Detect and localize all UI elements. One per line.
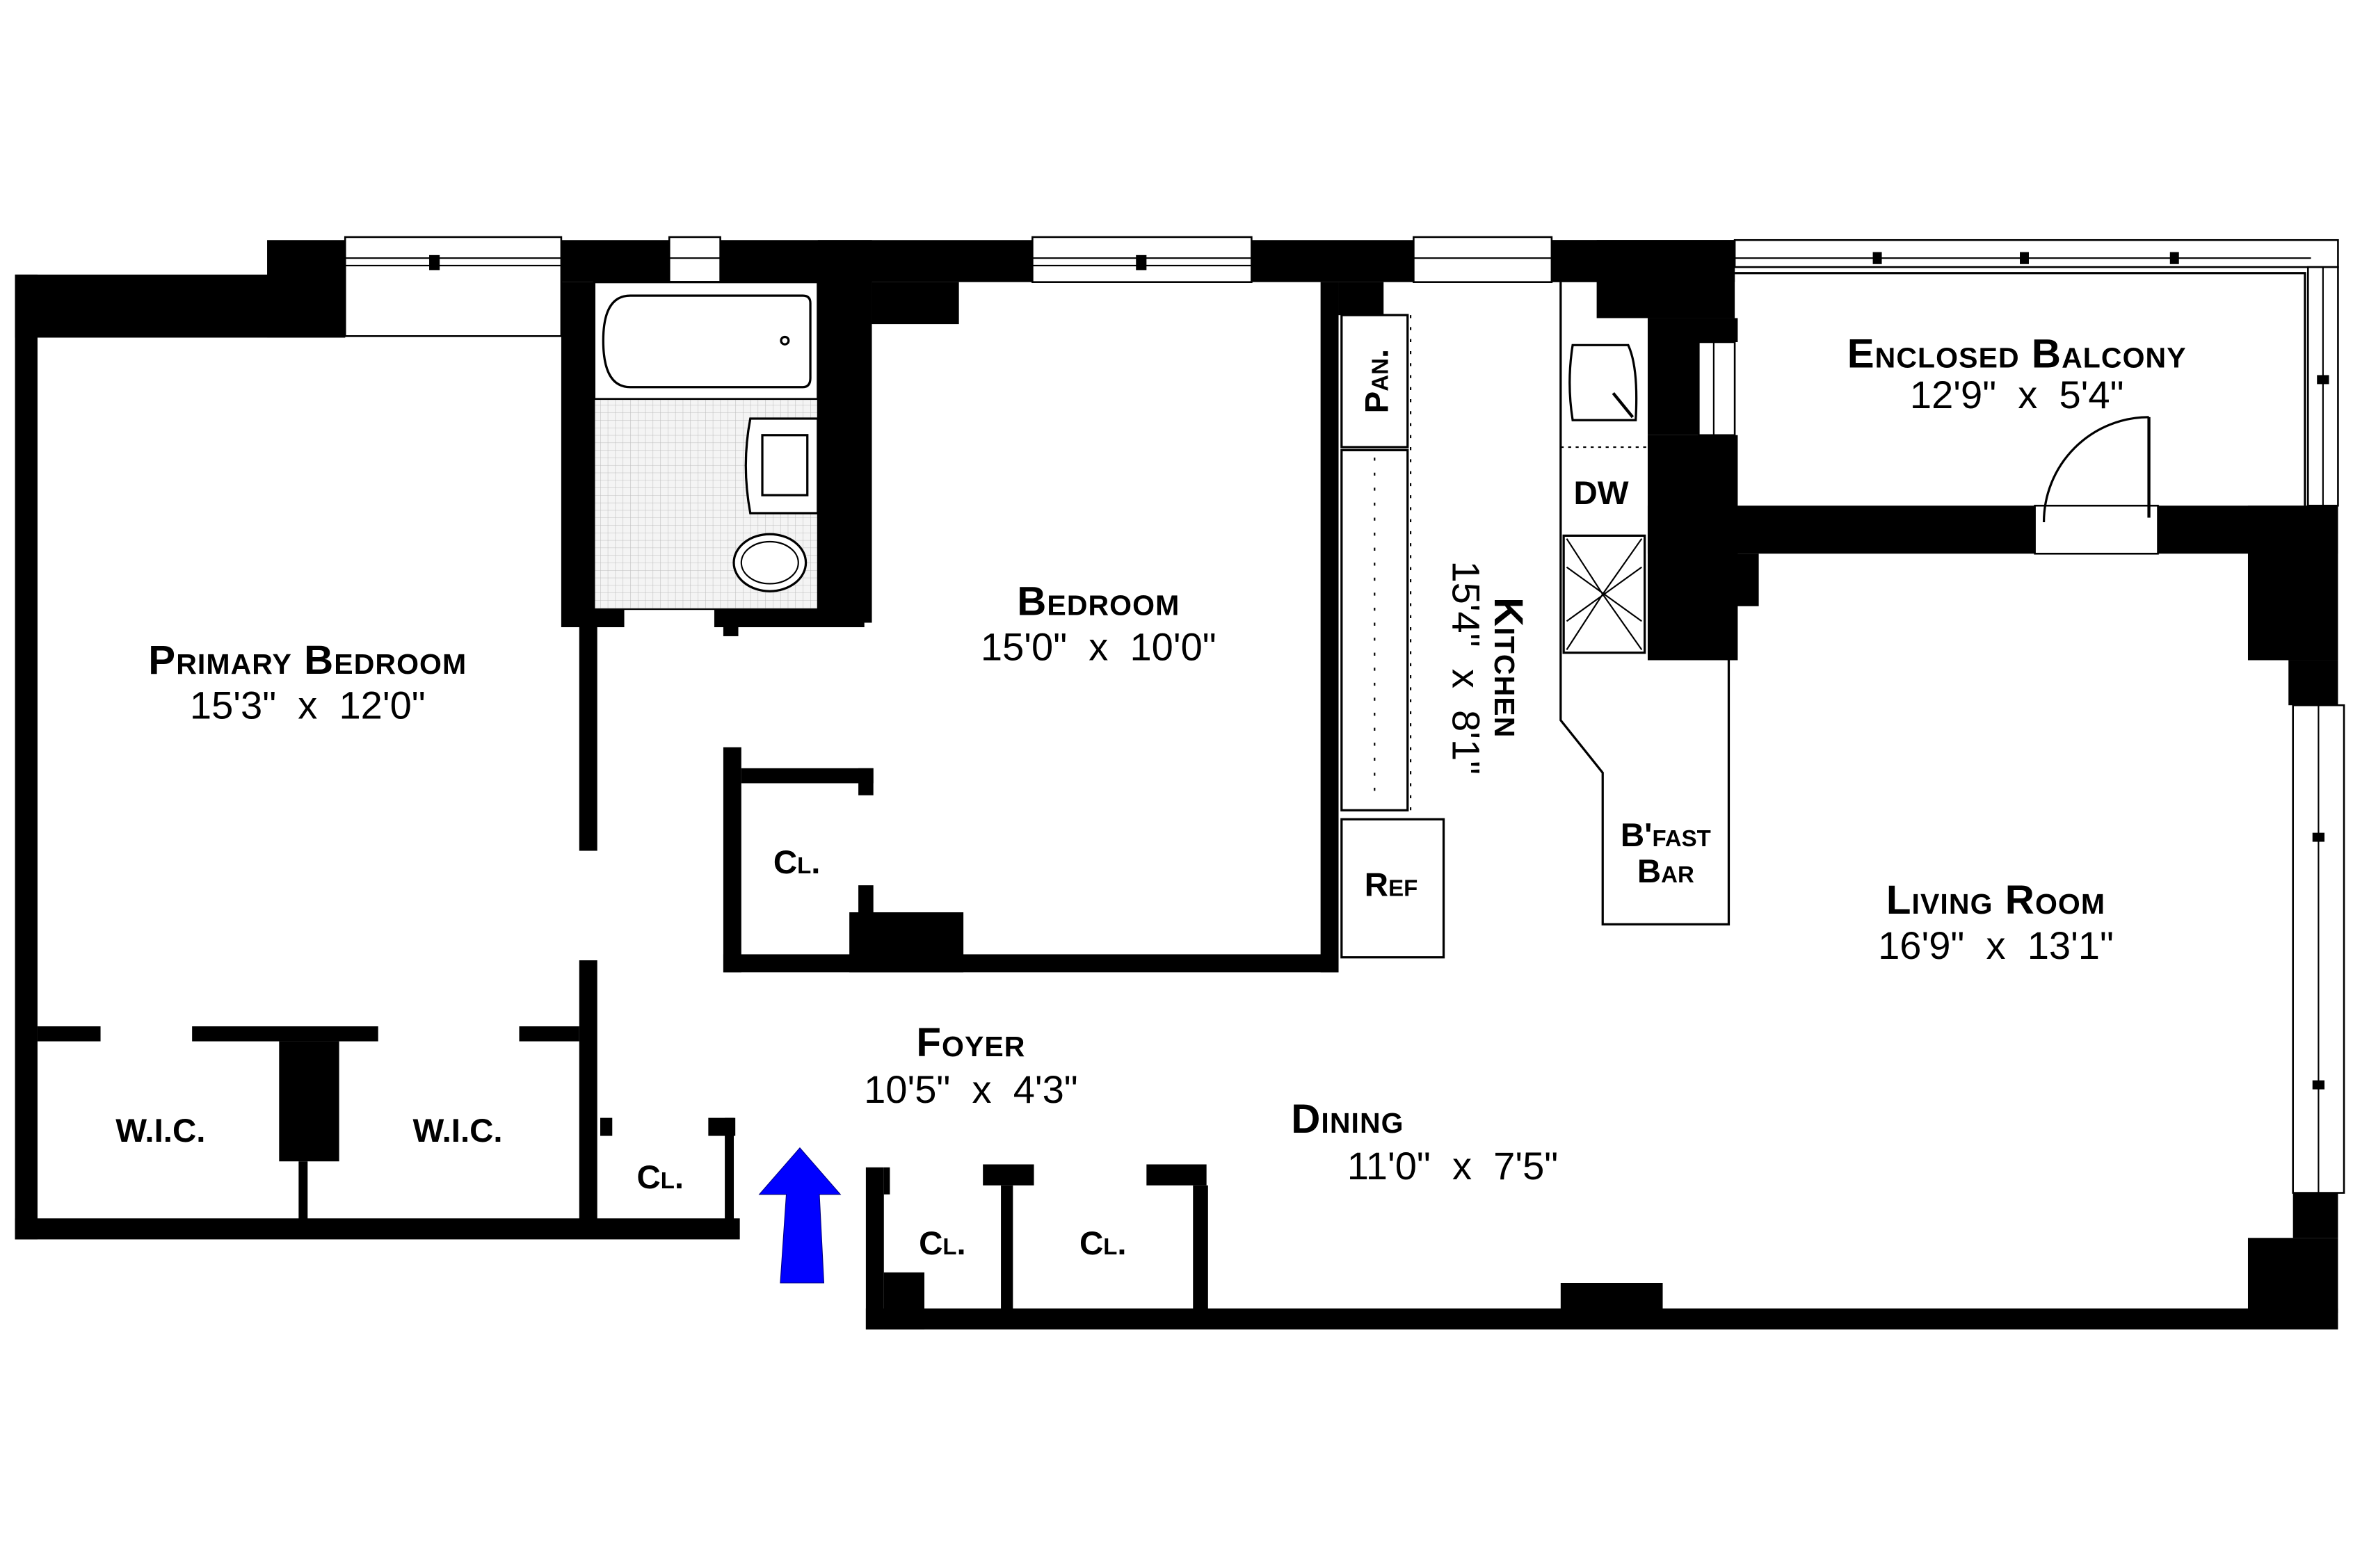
room-name-living-room: Living Room xyxy=(1886,878,2105,923)
room-name-enclosed-balcony: Enclosed Balcony xyxy=(1847,332,2187,377)
closet-foyer-label: Cl. xyxy=(637,1159,684,1196)
room-name-kitchen: Kitchen xyxy=(1486,597,1531,738)
room-dims-dining: 11'0" x 7'5" xyxy=(1347,1144,1558,1188)
room-dims-foyer: 10'5" x 4'3" xyxy=(864,1067,1078,1111)
room-dims-living-room: 16'9" x 13'1" xyxy=(1878,923,2114,967)
breakfast-bar-label-2: Bar xyxy=(1637,853,1694,890)
wic-right-label: W.I.C. xyxy=(412,1113,502,1149)
toilet-icon xyxy=(732,533,808,592)
breakfast-bar-label-1: B'fast xyxy=(1621,817,1711,854)
closet-dining-1-label: Cl. xyxy=(919,1225,966,1262)
refrigerator xyxy=(1340,818,1445,959)
room-name-dining: Dining xyxy=(1291,1097,1404,1142)
pantry-label: Pan. xyxy=(1359,349,1396,414)
room-dims-kitchen: 15'4" x 8'1" xyxy=(1444,560,1488,775)
wic-left-label: W.I.C. xyxy=(115,1113,205,1149)
kitchen-fixtures xyxy=(1340,282,1730,959)
bathtub-icon xyxy=(602,294,812,389)
fixture-labels: Pan. DW Ref B'fast Bar xyxy=(1359,349,1711,903)
closet-bedroom-label: Cl. xyxy=(773,844,821,881)
room-dims-enclosed-balcony: 12'9" x 5'4" xyxy=(1910,373,2124,417)
room-dims-primary-bedroom: 15'3" x 12'0" xyxy=(190,684,426,727)
entry-arrow-icon xyxy=(758,1147,842,1284)
room-name-foyer: Foyer xyxy=(916,1020,1025,1065)
windows xyxy=(344,236,2345,1194)
room-name-bedroom: Bedroom xyxy=(1017,579,1180,624)
kitchen-sink-icon xyxy=(1568,343,1638,421)
room-labels: Primary Bedroom 15'3" x 12'0" Bedroom 15… xyxy=(148,332,2187,1188)
room-dims-bedroom: 15'0" x 10'0" xyxy=(981,624,1216,668)
balcony-door xyxy=(2034,416,2159,555)
dishwasher-label: DW xyxy=(1574,475,1629,512)
closet-dining-2-label: Cl. xyxy=(1079,1225,1127,1262)
closet-labels: W.I.C. W.I.C. Cl. Cl. Cl. Cl. xyxy=(115,844,1126,1262)
bathroom xyxy=(593,281,819,611)
refrigerator-label: Ref xyxy=(1365,866,1418,903)
walls xyxy=(15,240,2338,1329)
room-name-primary-bedroom: Primary Bedroom xyxy=(148,638,467,683)
